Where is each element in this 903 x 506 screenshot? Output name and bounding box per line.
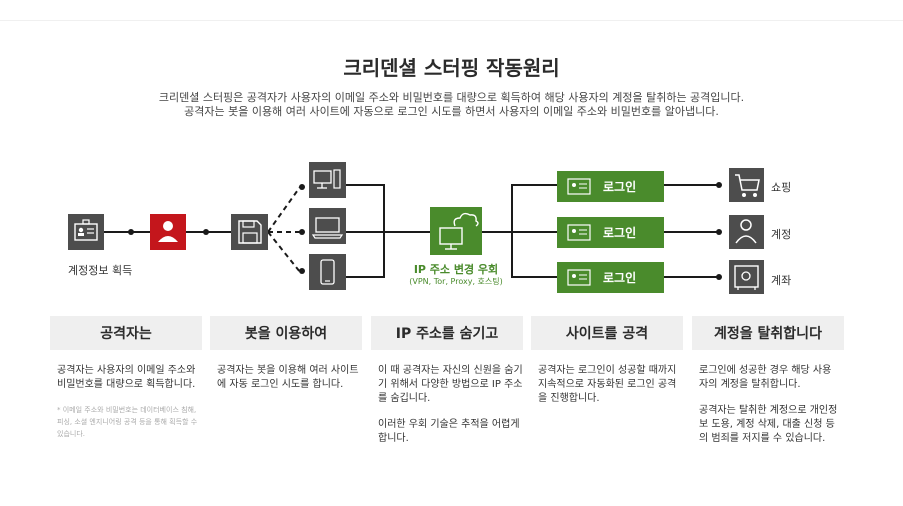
ip-bypass-label: IP 주소 변경 우회 [413, 263, 499, 276]
footnote: * 이메일 주소와 비밀번호는 데이터베이스 침해, 피싱, 소셜 엔지니어링 … [57, 406, 198, 438]
login-label-1: 로그인 [603, 180, 637, 194]
step-heading-attacker: 공격자는 [50, 316, 202, 350]
connector-dots [128, 182, 722, 280]
id-card-icon [68, 214, 104, 250]
step-body-attacker: 공격자는 사용자의 이메일 주소와 비밀번호를 대량으로 획득합니다. * 이메… [57, 364, 203, 440]
person-icon [729, 215, 764, 249]
user-icon [150, 214, 186, 250]
destination-shopping: 쇼핑 [771, 181, 792, 194]
step-text: 로그인에 성공한 경우 해당 사용자의 계정을 탈취합니다. [699, 365, 832, 390]
page-title: 크리덴셜 스터핑 작동원리 [343, 56, 560, 80]
step-body-attack-site: 공격자는 로그인이 성공할 때까지 지속적으로 자동화된 로그인 공격을 진행합… [538, 364, 684, 418]
login-label-2: 로그인 [603, 226, 637, 240]
step-body-bot: 공격자는 봇을 이용해 여러 사이트에 자동 로그인 시도를 합니다. [217, 364, 363, 404]
top-divider [0, 20, 903, 21]
destination-account: 계정 [771, 228, 792, 241]
safe-icon [729, 260, 764, 294]
step-text: 공격자는 탈취한 계정으로 개인정보 도용, 계정 삭제, 대출 신청 등의 범… [699, 405, 838, 444]
login-box-2 [557, 217, 664, 248]
cloud-monitor-icon [430, 207, 482, 255]
step-heading-hide-ip: IP 주소를 숨기고 [371, 316, 523, 350]
subtitle-line-2: 공격자는 봇을 이용해 여러 사이트에 자동으로 로그인 시도를 하면서 사용자… [184, 105, 719, 118]
step-text: 공격자는 로그인이 성공할 때까지 지속적으로 자동화된 로그인 공격을 진행합… [538, 365, 677, 404]
ip-bypass-sublabel: (VPN, Tor, Proxy, 호스팅) [409, 277, 503, 286]
step-text: 공격자는 봇을 이용해 여러 사이트에 자동 로그인 시도를 합니다. [217, 365, 359, 390]
step-text: 이 때 공격자는 자신의 신원을 숨기기 위해서 다양한 방법으로 IP 주소를… [378, 365, 523, 404]
destination-bank-account: 계좌 [771, 274, 792, 287]
credential-stuffing-diagram [68, 162, 764, 294]
laptop-icon [309, 208, 346, 244]
connector-lines [104, 184, 720, 278]
step-heading-takeover: 계정을 탈취합니다 [692, 316, 844, 350]
login-box-1 [557, 171, 664, 202]
floppy-disk-icon [231, 214, 268, 250]
step-body-takeover: 로그인에 성공한 경우 해당 사용자의 계정을 탈취합니다. 공격자는 탈취한 … [699, 364, 839, 458]
step-heading-attack-site: 사이트를 공격 [531, 316, 683, 350]
shopping-cart-icon [729, 168, 764, 202]
step-body-hide-ip: 이 때 공격자는 자신의 신원을 숨기기 위해서 다양한 방법으로 IP 주소를… [378, 364, 524, 458]
desktop-icon [309, 162, 346, 198]
step-text: 공격자는 사용자의 이메일 주소와 비밀번호를 대량으로 획득합니다. [57, 365, 196, 390]
login-box-3 [557, 262, 664, 293]
smartphone-icon [309, 254, 346, 290]
subtitle-line-1: 크리덴셜 스터핑은 공격자가 사용자의 이메일 주소와 비밀번호를 대량으로 획… [158, 91, 745, 104]
step-heading-bot: 봇을 이용하여 [210, 316, 362, 350]
login-label-3: 로그인 [603, 271, 637, 285]
step-text: 이러한 우회 기술은 추적을 어렵게 합니다. [378, 419, 520, 444]
acquire-account-label: 계정정보 획득 [68, 264, 133, 277]
